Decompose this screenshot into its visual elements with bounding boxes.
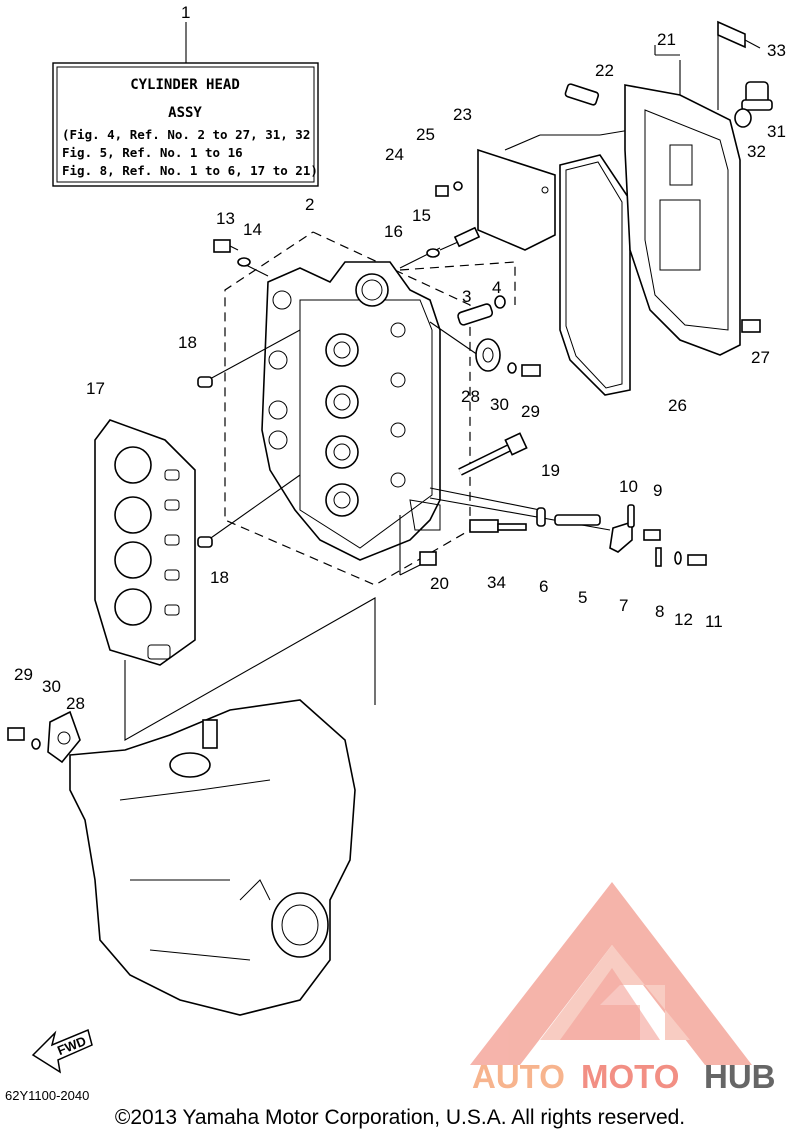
cylinder-head-dashed-envelope [224,231,516,586]
callout-19: 19 [541,461,560,480]
callout-20: 20 [430,574,449,593]
automotohub-watermark-text: AUTO MOTO HUB [472,1058,776,1095]
callout-4: 4 [492,278,501,297]
bolt-29-left [7,727,25,741]
callout-25: 25 [416,125,435,144]
callout-30-left: 30 [42,677,61,696]
anode-cover-23 [477,148,556,251]
callout-27: 27 [751,348,770,367]
callout-22: 22 [595,61,614,80]
assy-title-line1: CYLINDER HEAD [130,77,240,93]
bolt-20 [419,551,437,566]
assy-ref-line2: Fig. 5, Ref. No. 1 to 16 [62,145,243,160]
assy-ref-line1: (Fig. 4, Ref. No. 2 to 27, 31, 32 [62,127,310,142]
callout-10: 10 [619,477,638,496]
washer-25 [453,181,463,191]
bolt-24 [435,185,449,197]
callout-1: 1 [181,3,190,22]
washer-30-left [31,738,41,750]
assy-info-box: CYLINDER HEAD ASSY (Fig. 4, Ref. No. 2 t… [52,22,319,187]
bolt-27 [741,319,761,333]
shaft-5 [554,514,601,526]
callout-13: 13 [216,209,235,228]
callout-7: 7 [619,596,628,615]
assy-title-line2: ASSY [168,105,202,121]
bolt-22 [564,83,600,106]
callout-18-bottom: 18 [210,568,229,587]
copyright-notice: ©2013 Yamaha Motor Corporation, U.S.A. A… [115,1106,685,1129]
bolt-13 [213,239,239,253]
washer-4 [494,295,506,309]
watermark-moto: MOTO [581,1058,679,1095]
callout-31: 31 [767,122,786,141]
callout-6: 6 [539,577,548,596]
callout-8: 8 [655,602,664,621]
spring-10 [627,504,635,528]
callout-30-right: 30 [490,395,509,414]
callout-labels: 1 2 3 4 5 6 7 8 9 10 11 12 13 14 15 16 1… [14,3,786,713]
spark-plug-34 [469,519,527,533]
label-33 [717,20,761,110]
callout-24: 24 [385,145,404,164]
callout-15: 15 [412,206,431,225]
callout-21: 21 [657,30,676,49]
gasket-28-left [47,710,81,764]
head-cover-gasket-26 [559,154,631,396]
washer-14 [237,257,251,267]
callout-16: 16 [384,222,403,241]
head-gasket-part [94,419,196,666]
head-cover-21 [624,45,741,356]
washer-30-right [507,362,517,374]
callout-18-top: 18 [178,333,197,352]
dowel-pin-top [197,376,213,388]
callout-17: 17 [86,379,105,398]
dowel-pin-bottom [197,536,213,548]
bolt-9 [643,529,661,541]
bolt-29-right [521,364,541,377]
callout-29-left: 29 [14,665,33,684]
callout-28-left: 28 [66,694,85,713]
callout-33: 33 [767,41,786,60]
callout-28-right: 28 [461,387,480,406]
callout-5: 5 [578,588,587,607]
callout-32: 32 [747,142,766,161]
callout-23: 23 [453,105,472,124]
bolt-19 [458,432,528,476]
thermostat-3 [457,303,494,326]
automotohub-watermark-logo [470,882,752,1065]
callout-29-right: 29 [521,402,540,421]
callout-26: 26 [668,396,687,415]
callout-34: 34 [487,573,506,592]
callout-11: 11 [705,612,723,631]
bolt-15 [439,226,481,251]
part-code-label: 62Y1100-2040 [5,1088,89,1103]
oil-filler-cap-31 [741,81,773,111]
bolt-11 [687,554,707,566]
callout-14: 14 [243,220,262,239]
assy-ref-line3: Fig. 8, Ref. No. 1 to 6, 17 to 21) [62,163,318,178]
callout-12: 12 [674,610,693,629]
callout-2: 2 [305,195,314,214]
watermark-auto: AUTO [472,1058,565,1095]
forward-direction-arrow: FWD [31,1028,93,1074]
cylinder-head-part [261,261,441,561]
callout-9: 9 [653,481,662,500]
o-ring-32 [734,108,752,128]
washer-16 [426,248,440,258]
gasket-28-right [475,338,501,372]
link-8 [655,547,662,567]
cylinder-block-reference [69,699,356,1016]
washer-12 [674,551,682,565]
callout-3: 3 [462,287,471,306]
watermark-hub: HUB [704,1058,776,1095]
plate-6 [536,507,546,527]
